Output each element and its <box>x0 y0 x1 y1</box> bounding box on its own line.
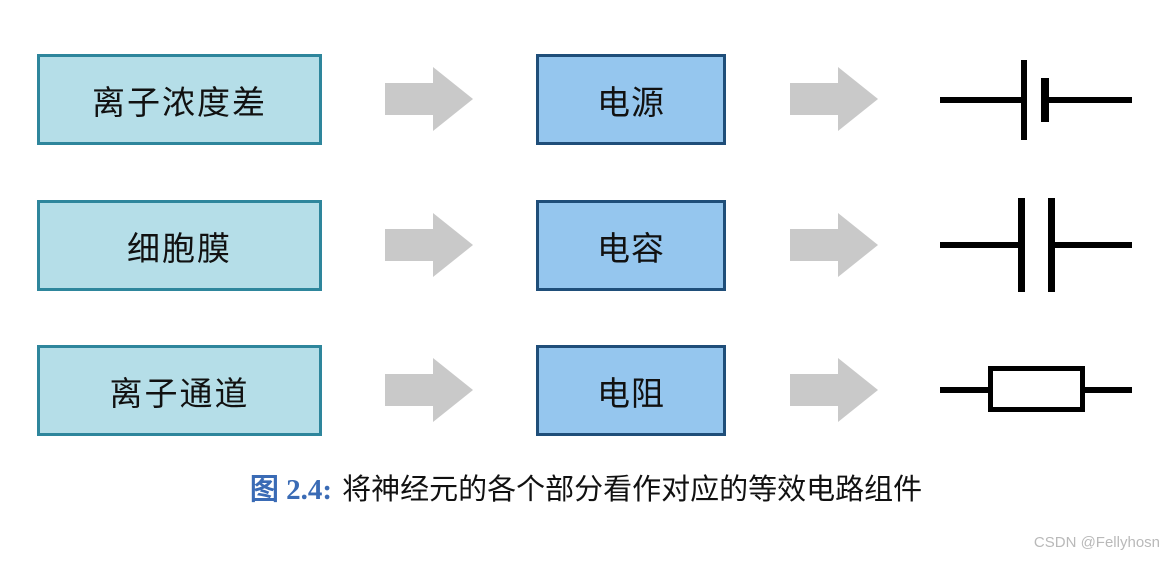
figure-caption: 图 2.4: 将神经元的各个部分看作对应的等效电路组件 <box>0 466 1172 508</box>
arrow-right-icon <box>790 358 878 422</box>
arrow-right-icon <box>385 358 473 422</box>
part-box-ion-channel: 离子通道 <box>37 345 322 436</box>
component-box-label: 电阻 <box>597 376 665 413</box>
part-box-label: 离子浓度差 <box>92 85 267 122</box>
component-box-power-source: 电源 <box>536 54 726 145</box>
component-box-label: 电源 <box>597 85 665 122</box>
figure-caption-number: 图 2.4: <box>249 474 333 506</box>
arrow-right-icon <box>385 67 473 131</box>
component-box-resistor: 电阻 <box>536 345 726 436</box>
watermark: CSDN @Fellyhosn <box>1033 534 1160 551</box>
part-box-ion-concentration: 离子浓度差 <box>37 54 322 145</box>
capacitor-icon <box>940 198 1132 292</box>
component-box-capacitor: 电容 <box>536 200 726 291</box>
part-box-label: 细胞膜 <box>127 231 232 268</box>
battery-icon <box>940 60 1132 140</box>
part-box-label: 离子通道 <box>109 376 250 413</box>
resistor-icon <box>940 366 1132 412</box>
arrow-right-icon <box>790 67 878 131</box>
part-box-cell-membrane: 细胞膜 <box>37 200 322 291</box>
figure-caption-text: 将神经元的各个部分看作对应的等效电路组件 <box>342 474 923 506</box>
component-box-label: 电容 <box>597 231 665 268</box>
arrow-right-icon <box>385 213 473 277</box>
arrow-right-icon <box>790 213 878 277</box>
